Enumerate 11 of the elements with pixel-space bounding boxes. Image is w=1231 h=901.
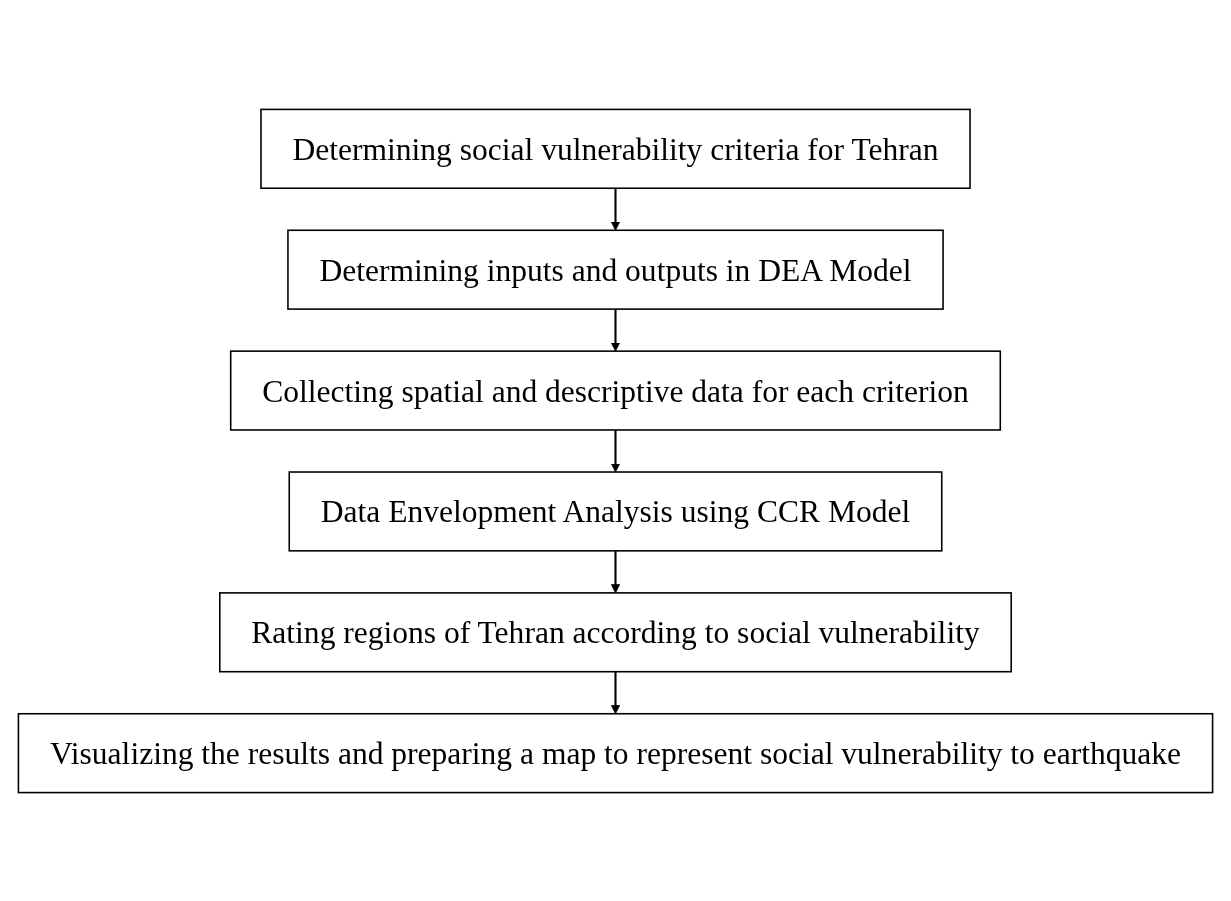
arrow — [610, 550, 621, 593]
arrow — [610, 308, 621, 352]
arrow — [610, 671, 621, 714]
node-box: Determining social vulnerability criteria for Tehran — [260, 108, 971, 189]
arrow — [610, 429, 621, 472]
arrow — [610, 187, 621, 231]
node-box: Visualizing the results and preparing a map to represent social vulnerability to earthquake — [17, 712, 1214, 793]
node-box: Rating regions of Tehran according to social vulnerability — [219, 591, 1012, 672]
node-box: Determining inputs and outputs in DEA Model — [287, 229, 944, 310]
node-box: Collecting spatial and descriptive data for each criterion — [229, 349, 1002, 431]
node-box: Data Envelopment Analysis using CCR Model — [288, 470, 943, 552]
